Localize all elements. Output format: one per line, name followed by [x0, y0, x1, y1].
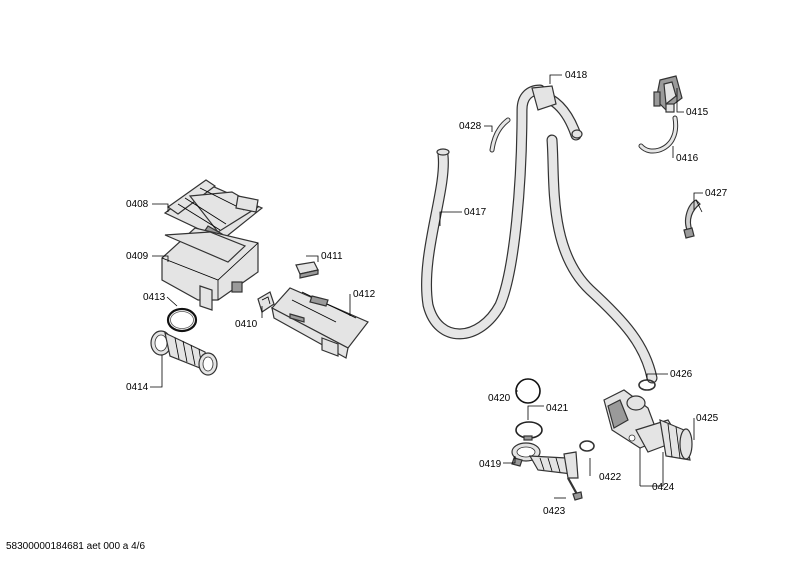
part-0413-ring-seal — [166, 307, 198, 333]
label-0428: 0428 — [459, 121, 482, 132]
part-0422-clamp — [579, 440, 595, 452]
part-0420-ring — [515, 378, 541, 404]
label-0425: 0425 — [696, 413, 719, 424]
label-0427: 0427 — [705, 188, 728, 199]
part-0421-clamp — [515, 421, 543, 441]
part-0415-pressure-switch — [653, 75, 683, 113]
label-0413: 0413 — [143, 292, 166, 303]
part-drain-hose — [546, 134, 658, 384]
part-0426-clamp — [638, 379, 656, 391]
part-0419-sump-hose — [511, 442, 579, 479]
leader-lines — [150, 74, 703, 499]
label-0411: 0411 — [321, 251, 343, 262]
label-0421: 0421 — [546, 403, 569, 414]
label-0424: 0424 — [652, 482, 675, 493]
part-0427-bracket — [683, 199, 703, 239]
part-0417-hose — [421, 84, 546, 340]
part-0418-hose-elbow — [531, 85, 583, 141]
part-0408-drawer-cover — [163, 179, 264, 241]
label-0419: 0419 — [479, 459, 502, 470]
label-0423: 0423 — [543, 506, 566, 517]
part-0412-drawer-insert — [271, 287, 369, 359]
part-0409-drawer-housing — [161, 227, 259, 311]
label-0408: 0408 — [126, 199, 149, 210]
drawing-reference: 58300000184681 aet 000 a 4/6 — [6, 541, 146, 552]
label-0415: 0415 — [686, 107, 709, 118]
part-0425-pump-filter — [659, 419, 693, 461]
label-0412: 0412 — [353, 289, 376, 300]
label-0414: 0414 — [126, 382, 149, 393]
part-0414-bellows-hose — [150, 330, 218, 376]
label-0417: 0417 — [464, 207, 487, 218]
label-0410: 0410 — [235, 319, 258, 330]
label-0418: 0418 — [565, 70, 588, 81]
part-0428-small-tube — [489, 117, 511, 153]
part-0411-button — [295, 261, 319, 279]
part-0423-pin — [567, 477, 583, 501]
label-0409: 0409 — [126, 251, 149, 262]
label-0420: 0420 — [488, 393, 511, 404]
part-0416-small-hose — [638, 115, 679, 154]
label-0426: 0426 — [670, 369, 693, 380]
label-0422: 0422 — [599, 472, 622, 483]
label-0416: 0416 — [676, 153, 699, 164]
